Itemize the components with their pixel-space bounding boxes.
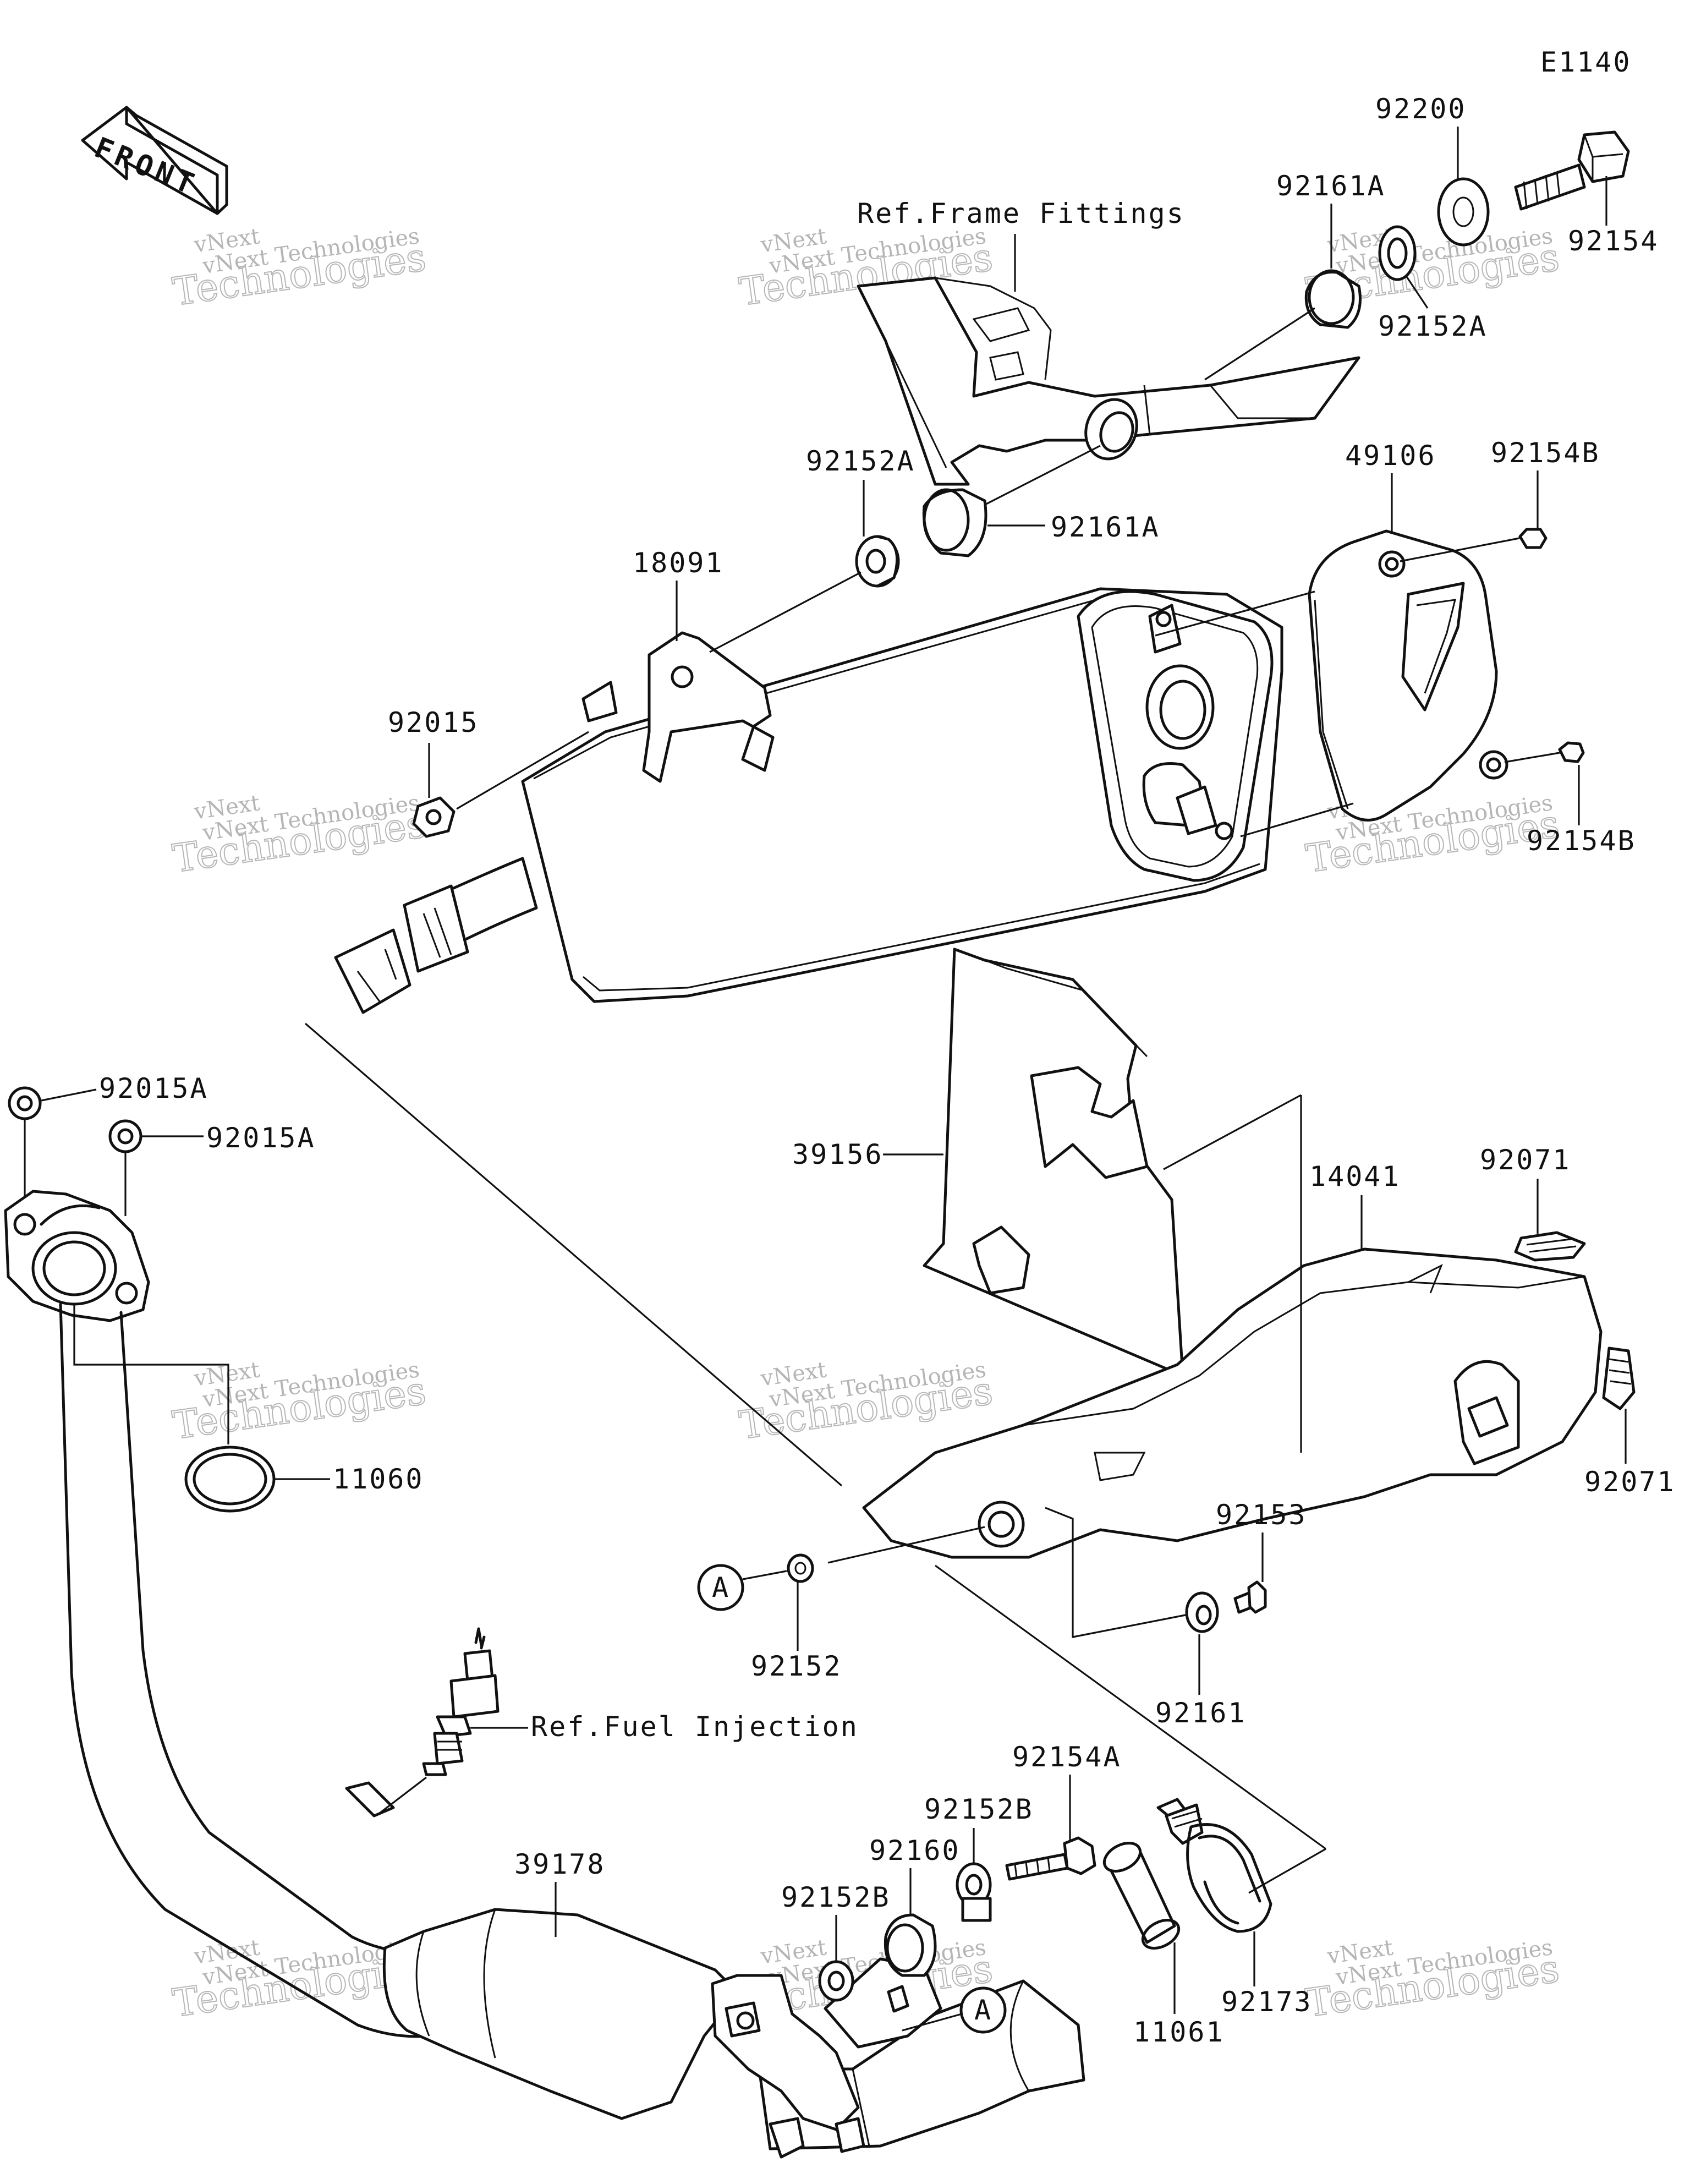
bolt-92154 (1514, 130, 1630, 211)
watermark: vNext vNext Technologies Technologies (736, 1357, 996, 1449)
part-label-92015: 92015 (388, 707, 479, 738)
part-label-92152b-lower: 92152B (781, 1881, 891, 1913)
part-label-11060: 11060 (333, 1463, 424, 1495)
watermark: vNext vNext Technologies Technologies (169, 223, 429, 315)
washer-92200 (1437, 177, 1490, 247)
pad-92071-right (1602, 1346, 1636, 1410)
nut-92015a-2 (108, 1119, 142, 1153)
part-label-92071-right: 92071 (1584, 1466, 1676, 1498)
collar-92152a-top (1378, 225, 1417, 281)
part-label-92200: 92200 (1375, 93, 1467, 125)
part-label-92015a-2: 92015A (206, 1122, 316, 1154)
part-label-14041: 14041 (1309, 1161, 1401, 1192)
gasket-11061 (1102, 1842, 1181, 1950)
diagram-code: E1140 (1540, 46, 1632, 78)
ref-frame-fittings-label: Ref.Frame Fittings (857, 198, 1185, 229)
part-label-18091: 18091 (633, 547, 724, 579)
screw-92154b-bottom (1558, 741, 1585, 763)
cover-14041 (862, 1247, 1603, 1559)
watermark: vNext vNext Technologies Technologies (1303, 1935, 1562, 2027)
collar-92152a-mid (855, 535, 900, 588)
part-label-92152a: 92152A (1378, 310, 1488, 342)
watermark: vNext vNext Technologies Technologies (169, 790, 429, 882)
bolt-92154a (1005, 1836, 1096, 1881)
insulator-39156 (923, 948, 1184, 1377)
oxygen-sensor (422, 1627, 500, 1776)
grommet-92161a-mid (922, 488, 987, 557)
callout-a-letter: A (712, 1572, 730, 1603)
part-label-49106: 49106 (1345, 440, 1436, 472)
part-label-11061: 11061 (1133, 2016, 1225, 2048)
part-label-92160: 92160 (869, 1835, 961, 1866)
part-label-92152a-mid: 92152A (806, 445, 915, 477)
part-label-92152: 92152 (751, 1650, 842, 1682)
ref-fuel-injection-label: Ref.Fuel Injection (531, 1711, 859, 1743)
part-label-92161: 92161 (1155, 1697, 1247, 1729)
grommet-92161 (1185, 1591, 1219, 1633)
nut-92015 (412, 796, 456, 838)
frame-fitting-bracket (857, 276, 1360, 486)
front-arrow-icon: FRONT (81, 106, 228, 215)
part-label-39156: 39156 (792, 1138, 884, 1170)
part-label-92015a: 92015A (99, 1072, 208, 1104)
callout-a-lower: A (959, 1986, 1007, 2034)
screw-92154b-top (1518, 528, 1548, 549)
part-label-92154b: 92154B (1491, 437, 1600, 469)
pad-92071-top (1514, 1231, 1586, 1262)
part-label-92071: 92071 (1480, 1144, 1571, 1176)
collar-92152b-upper (956, 1862, 992, 1922)
callout-a-upper: A (697, 1564, 744, 1611)
part-label-92173: 92173 (1221, 1986, 1313, 2018)
part-label-92154b-bottom: 92154B (1527, 825, 1636, 857)
muffler-18091 (334, 587, 1283, 1014)
nut-92015a-1 (8, 1086, 42, 1120)
part-label-92153: 92153 (1216, 1499, 1307, 1531)
part-label-39178: 39178 (514, 1848, 606, 1880)
grommet-92160 (884, 1913, 937, 1977)
heat-shield-49106 (1308, 529, 1508, 822)
part-label-92152b: 92152B (924, 1793, 1034, 1825)
part-label-92154: 92154 (1568, 225, 1659, 257)
part-label-92161a-mid: 92161A (1051, 511, 1160, 543)
header-pipe-39178 (4, 1190, 1085, 2159)
grommet-92161a-top (1304, 269, 1362, 329)
washer-92152 (787, 1553, 814, 1583)
watermark: vNext vNext Technologies Technologies (169, 1357, 429, 1449)
part-label-92154a: 92154A (1012, 1741, 1122, 1773)
part-label-92161a: 92161A (1276, 170, 1386, 202)
gasket-11060 (184, 1446, 276, 1513)
callout-a-letter: A (974, 1994, 992, 2026)
bolt-92153 (1233, 1580, 1267, 1614)
collar-92152b-lower (818, 1960, 854, 2002)
clamp-92173 (1156, 1798, 1272, 1933)
